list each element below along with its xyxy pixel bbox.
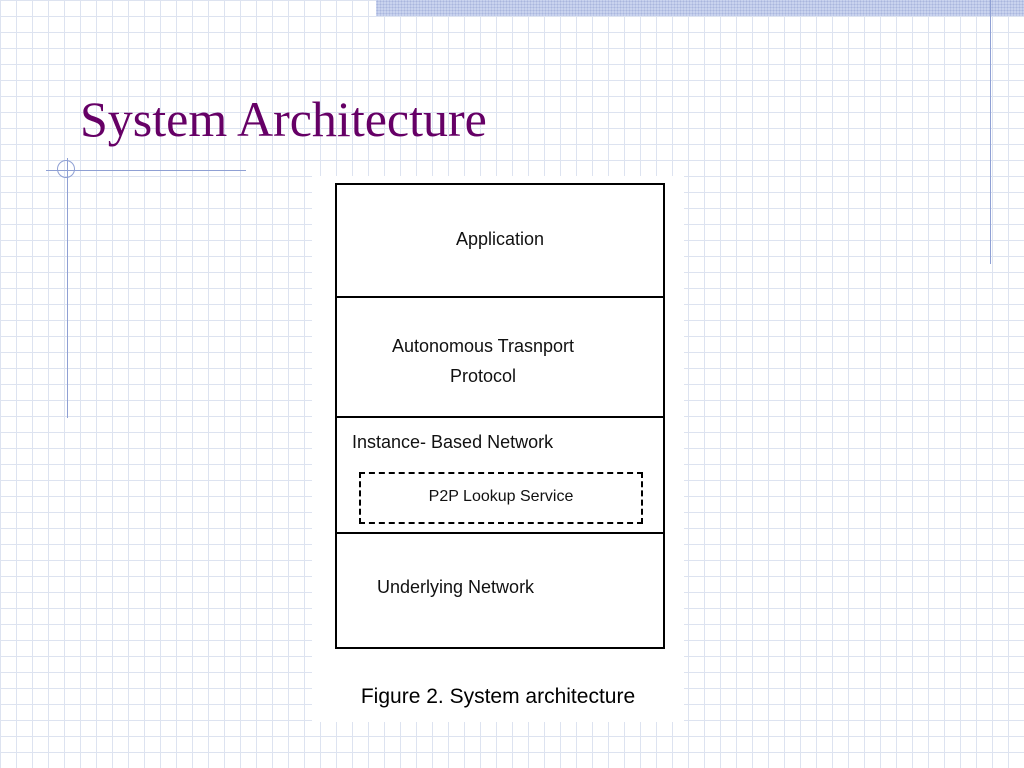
title-underline-rule: [46, 170, 246, 171]
underlying-network-label: Underlying Network: [377, 577, 535, 597]
architecture-figure: Application Autonomous Trasnport Protoco…: [312, 176, 684, 722]
application-layer-label: Application: [455, 229, 545, 249]
left-decorative-rule: [67, 158, 68, 418]
underlying-network-layer: Underlying Network: [337, 534, 663, 647]
p2p-lookup-service-box: P2P Lookup Service: [359, 472, 643, 524]
right-decorative-rule: [990, 0, 991, 264]
slide-title: System Architecture: [80, 91, 487, 147]
instance-based-network-label: Instance- Based Network: [352, 432, 554, 452]
p2p-lookup-service-label: P2P Lookup Service: [428, 488, 574, 505]
architecture-stack-diagram: Application Autonomous Trasnport Protoco…: [335, 183, 665, 649]
transport-protocol-layer: Autonomous Trasnport Protocol: [337, 298, 663, 418]
instance-based-network-layer: Instance- Based Network P2P Lookup Servi…: [337, 418, 663, 534]
figure-caption: Figure 2. System architecture: [360, 685, 636, 708]
title-rule-circle-ornament: [57, 160, 75, 178]
top-decorative-band: [376, 0, 1024, 16]
application-layer: Application: [337, 185, 663, 298]
transport-protocol-layer-label: Autonomous Trasnport Protocol: [391, 336, 575, 386]
